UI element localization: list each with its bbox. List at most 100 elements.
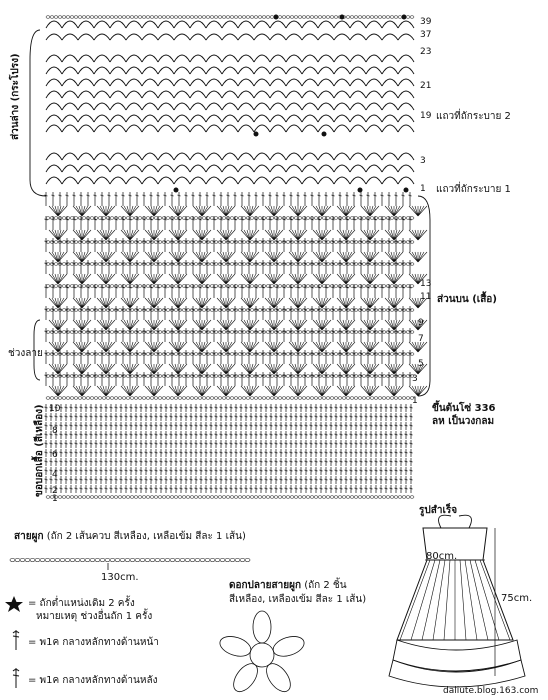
bodice-fan-row-7 <box>48 341 428 353</box>
chest-row-4: 4 <box>52 470 58 480</box>
skirt-mesh-row-2 <box>45 66 415 75</box>
star-marker-6 <box>357 187 363 193</box>
finished-width: 80cm. <box>426 551 458 562</box>
chest-band-row-6 <box>44 449 413 457</box>
bodice-stitch-row-9 <box>44 372 412 386</box>
chest-band-row-10 <box>44 485 413 493</box>
skirt-mesh-row-low-3 <box>45 176 415 185</box>
dress-tie-bow <box>438 514 472 529</box>
row-number-5: 5 <box>418 359 424 369</box>
chest-row-2: 2 <box>52 486 58 496</box>
skirt-mesh-row-3 <box>45 78 415 87</box>
star-marker-7 <box>173 187 179 193</box>
tie-title-bold: สายผูก <box>14 531 44 542</box>
tie-title: สายผูก (ถัก 2 เส้นควบ สีเหลือง, เหลือเข้… <box>14 531 246 543</box>
flower-title-bold: ดอกปลายสายผูก <box>229 580 301 591</box>
row-number-37: 37 <box>420 30 432 40</box>
bodice-fan-row-4 <box>48 273 428 285</box>
dress-ruffle-2 <box>388 659 526 688</box>
skirt-mesh-row-19b <box>45 124 415 133</box>
row-number-23: 23 <box>420 47 432 57</box>
flower-title-line2: สีเหลือง, เหลืองเข้ม สีละ 1 เส้น) <box>229 594 367 605</box>
chest-row-6: 6 <box>52 450 58 460</box>
bodice-fan-row-2 <box>48 229 428 241</box>
skirt-mesh-row-39 <box>45 20 415 29</box>
row-number-3-lower: 3 <box>412 374 418 384</box>
flower-petal-1 <box>252 610 272 644</box>
star-marker-8 <box>403 187 409 193</box>
bodice-fan-row-8 <box>48 363 428 375</box>
chest-band-foundation-chain <box>45 495 415 499</box>
star-marker-4 <box>253 131 259 137</box>
foundation-join-label: ลห เป็นวงกลม <box>432 416 495 427</box>
top-chain-row <box>45 15 415 19</box>
bodice-stitch-row-4 <box>44 260 412 274</box>
row-number-3-upper: 3 <box>420 156 426 166</box>
flower-center <box>249 642 275 668</box>
bodice-fan-row-6 <box>48 319 428 331</box>
row-number-11: 11 <box>420 292 432 302</box>
tie-chain <box>9 558 251 562</box>
star-marker-2 <box>339 14 345 20</box>
chest-band-row-1 <box>44 404 413 412</box>
row-number-21: 21 <box>420 81 432 91</box>
skirt-mesh-row-low-2 <box>45 164 415 173</box>
bodice-stitch-row-8 <box>44 350 412 364</box>
skirt-mesh-row-37 <box>45 33 415 41</box>
flower-petal-5 <box>219 636 252 657</box>
star-marker-5 <box>321 131 327 137</box>
bodice-stitch-row-6 <box>44 306 412 320</box>
lower-part-label: ส่วนล่าง (กระโปรง) <box>10 53 21 140</box>
chest-band-row-3 <box>44 422 413 430</box>
bodice-stitch-row-1 <box>44 192 412 206</box>
star-icon <box>5 596 23 612</box>
bodice-chain-row-9 <box>45 396 415 400</box>
chest-band-row-4 <box>44 431 413 439</box>
bodice-fan-row-9 <box>48 385 428 397</box>
bodice-fan-row-5 <box>48 297 428 309</box>
tie-length: 130cm. <box>101 572 139 583</box>
skirt-mesh-row-6 <box>45 114 415 123</box>
flower-title-rest: (ถัก 2 ชิ้น <box>304 580 347 591</box>
chest-row-10: 10 <box>49 404 61 414</box>
chest-row-1: 1 <box>52 494 58 504</box>
legend-star-text-1: = ถักต่ำแหน่งเดิม 2 ครั้ง <box>28 598 135 609</box>
chest-band-row-2 <box>44 413 413 421</box>
skirt-mesh-row-low-1 <box>45 152 415 161</box>
dress-pleats <box>399 559 511 641</box>
ruffle-row-1-label: แถวที่ถักระบาย 1 <box>436 184 511 195</box>
finished-title: รูปสำเร็จ <box>419 505 458 516</box>
chest-band-label: ขอบอกเสื้อ (สีเหลือง) <box>34 404 45 497</box>
row-number-1-upper: 1 <box>420 184 426 194</box>
lower-part-bracket <box>29 29 47 197</box>
row-number-1-lower: 1 <box>412 396 418 406</box>
legend-back-post-text: = พ1ค กลางหลักทางด้านหลัง <box>28 675 158 686</box>
front-post-icon <box>12 630 20 650</box>
legend-star-text-2: หมายเหตุ ช่วงอื่นถัก 1 ครั้ง <box>36 611 153 622</box>
chest-band-row-8 <box>44 467 413 475</box>
upper-part-bracket <box>417 195 431 397</box>
legend-front-post-text: = พ1ค กลางหลักทางด้านหน้า <box>28 637 159 648</box>
watermark: daliute.blog.163.com <box>443 686 539 696</box>
ruffle-row-2-label: แถวที่ถักระบาย 2 <box>436 111 511 122</box>
bodice-stitch-row-2 <box>44 216 412 230</box>
flower-title: ดอกปลายสายผูก (ถัก 2 ชิ้น <box>229 580 347 592</box>
chest-band-row-5 <box>44 440 413 448</box>
bodice-stitch-row-7 <box>44 328 412 342</box>
bodice-stitch-row-3 <box>44 238 412 252</box>
chest-row-8: 8 <box>52 426 58 436</box>
skirt-mesh-row-1 <box>45 54 415 63</box>
row-number-39: 39 <box>420 17 432 27</box>
foundation-chain-label: ขึ้นต้นโซ่ 336 <box>432 403 496 414</box>
pattern-section-label: ช่วงลาย <box>8 348 43 359</box>
chest-band-row-9 <box>44 476 413 484</box>
bodice-stitch-row-5 <box>44 284 412 298</box>
row-number-7: 7 <box>418 334 424 344</box>
skirt-mesh-row-4 <box>45 90 415 99</box>
upper-part-label: ส่วนบน (เสื้อ) <box>437 294 497 305</box>
bodice-fan-row-3 <box>48 251 428 263</box>
row-number-9: 9 <box>418 318 424 328</box>
skirt-mesh-row-5 <box>45 102 415 111</box>
row-number-13: 13 <box>420 279 432 289</box>
